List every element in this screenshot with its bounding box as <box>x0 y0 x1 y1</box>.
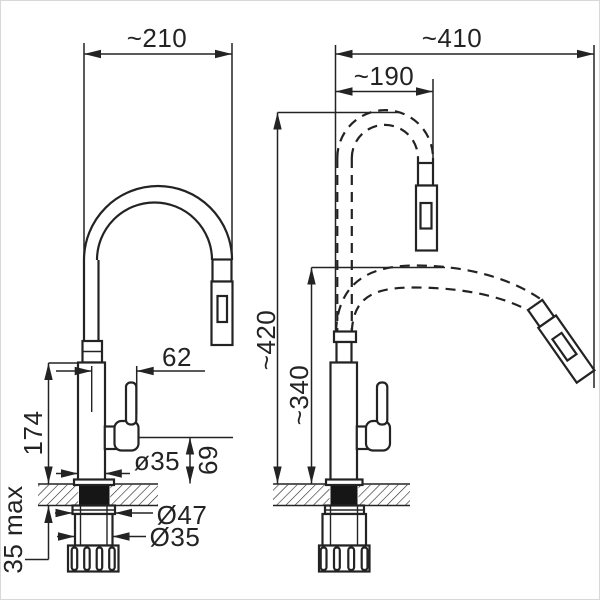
side-gasket <box>330 485 358 505</box>
dim-label-shank-diameter: Ø35 <box>150 522 201 552</box>
side-spray-head-pulled <box>526 298 596 385</box>
front-gasket <box>79 485 110 505</box>
side-spray-head-up <box>414 161 439 252</box>
dim-front-width: ~210 <box>83 23 233 258</box>
dim-label-side-reach: ~410 <box>422 23 483 53</box>
dim-label-hose-drop-height: ~340 <box>284 365 314 426</box>
front-spray-button <box>216 294 229 324</box>
front-spout-arch <box>82 184 234 341</box>
front-countertop <box>38 478 158 507</box>
dim-label-max-counter-thickness: 35 max <box>0 485 28 573</box>
dim-spout-to-handle: 62 <box>56 342 205 414</box>
front-mounting <box>66 504 120 573</box>
dim-body-diameter: ø35 <box>56 446 180 478</box>
dim-label-flange-diameter: Ø47 <box>157 500 208 530</box>
front-body <box>76 339 107 482</box>
front-mounting-nut <box>66 544 120 573</box>
dim-hose-drop-height: ~340 <box>284 266 445 484</box>
front-shank <box>73 512 114 547</box>
side-hose-pulled-dashed <box>334 264 543 332</box>
side-shank <box>321 512 368 547</box>
dim-side-reach: ~410 <box>334 23 595 388</box>
front-handle <box>103 381 140 452</box>
side-handle-lever <box>375 381 389 426</box>
side-handle <box>355 381 392 452</box>
side-flange <box>324 478 364 487</box>
dim-outlet-height: 69 <box>138 436 233 484</box>
side-body <box>329 330 359 482</box>
dim-label-spout-height: ~420 <box>251 310 281 371</box>
side-spray-button-up <box>419 201 433 230</box>
dim-label-body-height: 174 <box>18 411 48 456</box>
side-handle-base <box>364 419 392 452</box>
dim-shank-diameter: Ø35 <box>57 522 200 552</box>
front-spray-head <box>210 258 234 347</box>
dim-body-height: 174 <box>18 362 78 484</box>
side-spray-button-pulled <box>550 331 579 363</box>
dim-label-front-width: ~210 <box>127 23 188 53</box>
dim-flange-diameter: Ø47 <box>55 500 207 530</box>
side-mounting <box>317 504 371 573</box>
side-spout-up-dashed <box>336 109 435 331</box>
front-view <box>38 184 234 573</box>
dim-label-body-diameter: ø35 <box>134 446 180 476</box>
dim-spout-reach: ~190 <box>335 61 434 161</box>
side-view <box>273 109 596 573</box>
dim-label-outlet-height: 69 <box>193 445 223 475</box>
dim-spout-height: ~420 <box>251 111 400 484</box>
side-countertop <box>273 478 410 507</box>
dim-label-spout-reach: ~190 <box>354 61 415 91</box>
front-flange <box>72 478 116 487</box>
dim-max-counter-thickness: 35 max <box>0 485 53 574</box>
dim-label-spout-to-handle: 62 <box>162 342 192 372</box>
front-handle-lever <box>124 381 138 426</box>
